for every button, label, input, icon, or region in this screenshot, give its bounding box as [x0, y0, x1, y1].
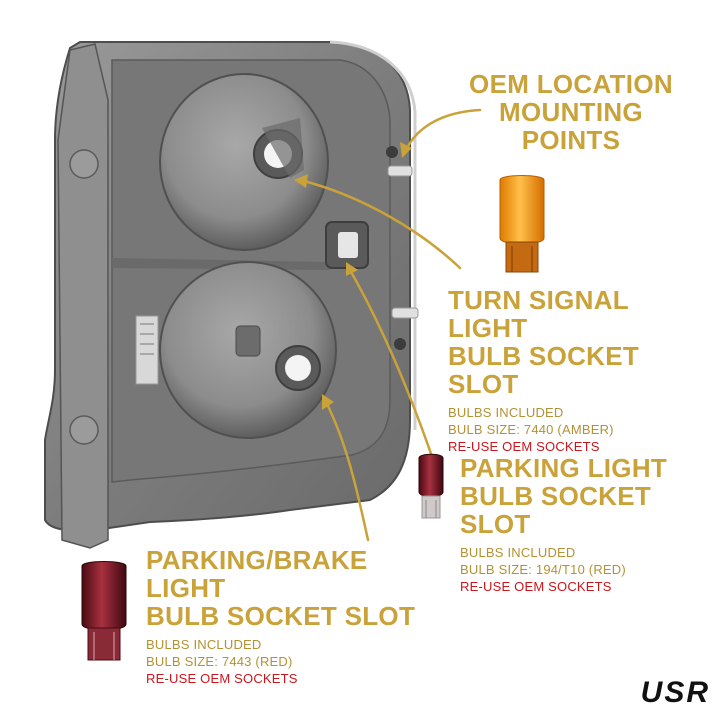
- callout-brake-included: BULBS INCLUDED: [146, 637, 262, 652]
- amber-7440-bulb-icon: [499, 175, 545, 273]
- callout-parking-included: BULBS INCLUDED: [460, 545, 576, 560]
- callout-parking-title-line1: PARKING LIGHT: [460, 453, 668, 483]
- callout-brake-reuse: RE-USE OEM SOCKETS: [146, 671, 298, 686]
- callout-turn-title-line2: BULB SOCKET SLOT: [448, 341, 640, 399]
- callout-turn-signal: TURN SIGNAL LIGHT BULB SOCKET SLOT BULBS…: [448, 286, 710, 455]
- brand-logo: USR: [640, 676, 710, 709]
- callout-parking: PARKING LIGHT BULB SOCKET SLOT BULBS INC…: [460, 454, 710, 595]
- callout-brake-title-line1: PARKING/BRAKE LIGHT: [146, 545, 368, 603]
- callout-parking-size: BULB SIZE: 194/T10 (RED): [460, 562, 626, 577]
- callout-oem-title-line2: MOUNTING POINTS: [499, 97, 643, 155]
- callout-parking-title-line2: BULB SOCKET SLOT: [460, 481, 652, 539]
- callout-brake: PARKING/BRAKE LIGHT BULB SOCKET SLOT BUL…: [146, 546, 426, 687]
- callout-oem-mounting: OEM LOCATION MOUNTING POINTS: [466, 70, 676, 154]
- callout-oem-title-line1: OEM LOCATION: [469, 69, 673, 99]
- callout-turn-reuse: RE-USE OEM SOCKETS: [448, 439, 600, 454]
- callout-turn-size: BULB SIZE: 7440 (AMBER): [448, 422, 614, 437]
- callout-turn-included: BULBS INCLUDED: [448, 405, 564, 420]
- callout-parking-reuse: RE-USE OEM SOCKETS: [460, 579, 612, 594]
- callout-turn-title-line1: TURN SIGNAL LIGHT: [448, 285, 629, 343]
- red-7443-bulb-icon: [81, 561, 127, 661]
- callout-brake-size: BULB SIZE: 7443 (RED): [146, 654, 293, 669]
- callout-brake-title-line2: BULB SOCKET SLOT: [146, 601, 416, 631]
- red-194-bulb-icon: [418, 453, 444, 519]
